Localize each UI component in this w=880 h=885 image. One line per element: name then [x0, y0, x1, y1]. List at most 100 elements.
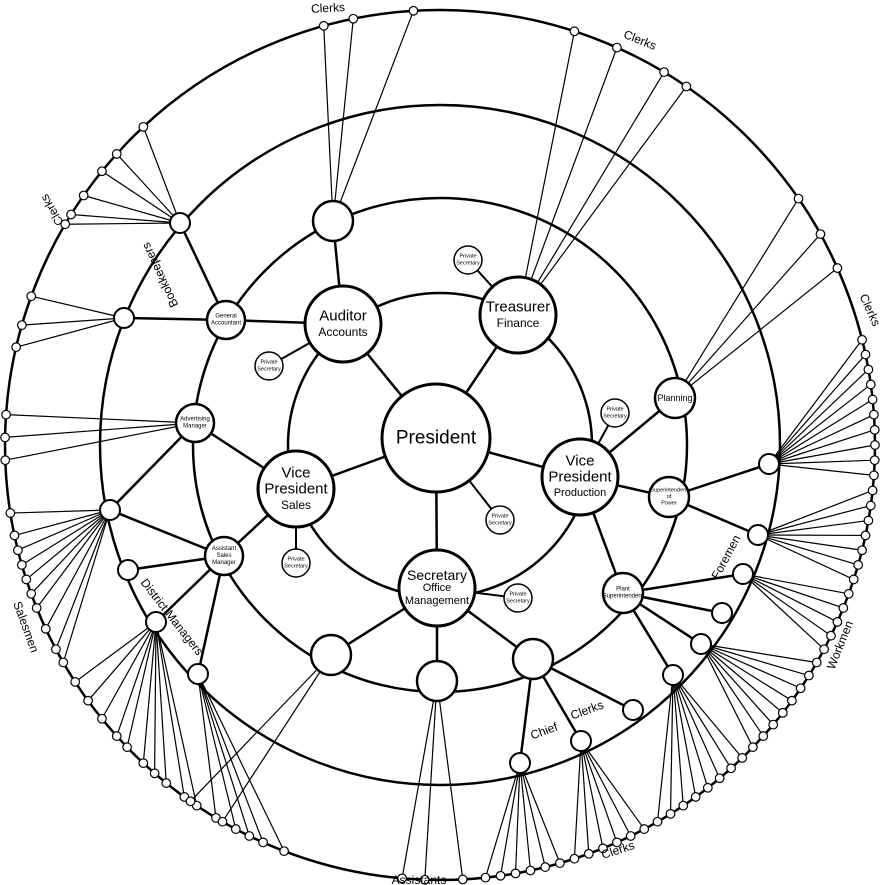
superintendent-power-node: [647, 475, 691, 519]
outer-node: [625, 831, 636, 841]
outer-node: [495, 870, 506, 881]
outer-node: [21, 574, 32, 585]
fan-line: [116, 153, 181, 224]
private-secretary-label: Secretary: [456, 261, 480, 267]
fan-line: [700, 643, 817, 664]
fan-line: [142, 126, 181, 224]
fan-line: [14, 509, 111, 537]
outer-node: [863, 515, 874, 526]
advertising-manager-node: [174, 402, 216, 444]
outer-node: [832, 263, 843, 273]
private-secretary-label: Private: [260, 360, 277, 366]
outer-node: [16, 320, 27, 330]
fan-line: [742, 573, 832, 637]
general-accountant-node: [205, 299, 247, 341]
fan-line: [757, 504, 871, 536]
fan-line: [25, 509, 111, 580]
fan-line: [142, 621, 157, 764]
connector-line: [109, 422, 196, 511]
outer-node: [843, 588, 854, 599]
private-secretary-label: Private: [287, 557, 304, 563]
fan-line: [757, 489, 873, 536]
fan-line: [436, 680, 464, 880]
fan-line: [21, 317, 125, 326]
outer-node: [122, 742, 132, 753]
outer-node: [111, 731, 122, 741]
fan-line: [332, 10, 415, 222]
fan-line: [155, 621, 167, 784]
assistant-sales-manager-node-label: Sales: [216, 553, 231, 559]
fan-line: [65, 222, 181, 225]
fan-line: [672, 674, 684, 806]
auditor-node-label: Accounts: [318, 325, 367, 339]
outer-node: [26, 291, 37, 302]
fan-line: [197, 673, 237, 830]
outer-node: [869, 409, 879, 420]
fan-line: [31, 295, 125, 319]
outer-node: [60, 219, 71, 230]
private-secretary-node: [485, 505, 515, 535]
staff-node: [662, 664, 684, 686]
staff-node: [113, 307, 135, 329]
vp-production-node: [540, 437, 620, 517]
secretary-node-label: Secretary: [407, 567, 467, 583]
outer-node: [480, 872, 491, 883]
general-accountant-node-label: General: [215, 314, 236, 320]
outer-node: [857, 334, 867, 345]
fan-line: [517, 47, 618, 316]
secretary-node-label: Office: [423, 582, 452, 594]
fan-line: [768, 383, 872, 465]
plant-superintendent-node-label: Plant: [616, 587, 630, 593]
fan-line: [15, 317, 125, 348]
outer-node: [768, 719, 779, 730]
fan-line: [757, 534, 854, 580]
outer-node: [737, 753, 748, 763]
fan-line: [197, 673, 285, 852]
outer-node: [860, 530, 871, 541]
outer-node: [13, 545, 23, 556]
fan-line: [155, 621, 185, 798]
outer-node: [665, 809, 676, 819]
chief-label: Chief: [528, 719, 560, 742]
fan-line: [332, 18, 354, 222]
fan-line: [519, 762, 561, 864]
outer-node: [838, 603, 849, 613]
fan-line: [197, 673, 250, 837]
outer-node: [804, 670, 814, 681]
fan-line: [401, 680, 438, 879]
outer-node: [1, 409, 11, 420]
outer-node: [865, 500, 876, 511]
fan-line: [74, 621, 157, 683]
assistant-sales-manager-node: [203, 535, 245, 577]
fan-line: [768, 444, 876, 465]
treasurer-node-label: Treasurer: [486, 299, 550, 316]
fan-line: [700, 643, 754, 748]
outer-node: [149, 768, 160, 779]
fan-line: [17, 509, 111, 551]
outer-node: [869, 455, 880, 466]
outer-node: [848, 574, 859, 585]
fan-line: [742, 573, 849, 595]
outer-node: [279, 846, 290, 857]
general-accountant-node-label: Accountant: [211, 321, 241, 327]
fan-line: [517, 31, 576, 316]
fan-line: [580, 740, 618, 843]
fan-line: [580, 740, 645, 830]
fan-line: [517, 71, 665, 316]
fan-line: [768, 463, 875, 476]
outer-node: [348, 13, 359, 24]
outer-node: [819, 644, 829, 655]
staff-node: [99, 499, 121, 521]
fan-line: [700, 643, 784, 714]
outer-node: [853, 560, 864, 570]
fan-line: [83, 194, 181, 224]
staff-node: [758, 453, 780, 475]
vp-sales-node-label: Vice: [282, 465, 311, 482]
outer-node: [787, 695, 797, 706]
fan-line: [700, 643, 793, 702]
outer-node: [869, 470, 879, 481]
fan-line: [742, 573, 825, 650]
department-node: [309, 633, 353, 677]
private-secretary-label: Secretary: [506, 599, 530, 605]
fan-line: [580, 740, 604, 849]
